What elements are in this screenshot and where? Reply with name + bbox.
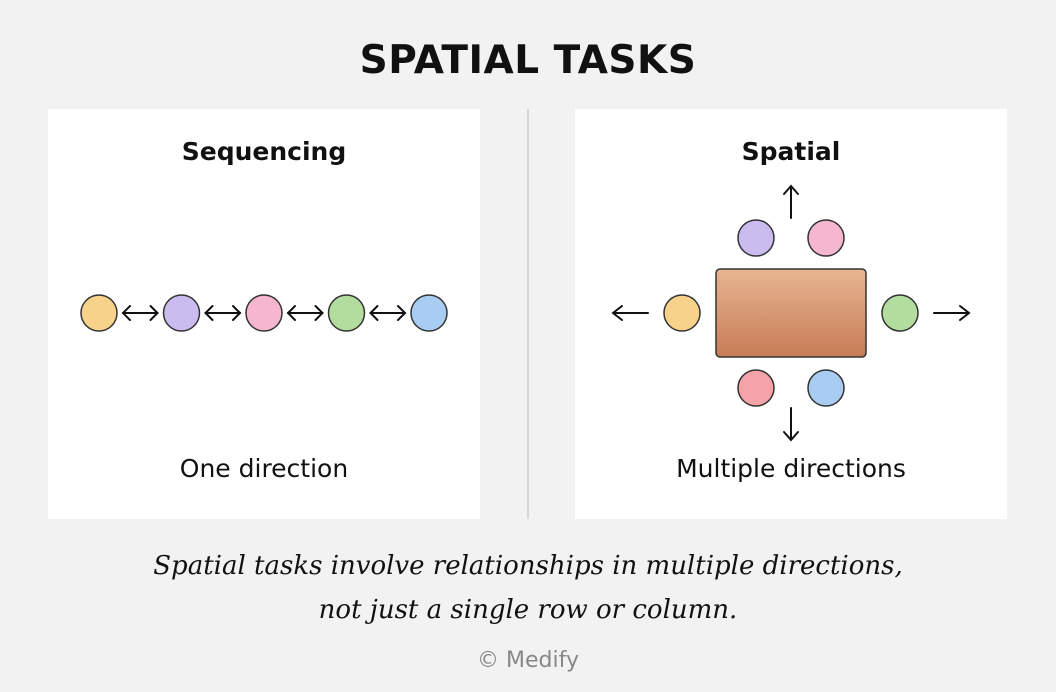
double-arrow-icon: [204, 305, 242, 321]
right-arrow-icon: [933, 305, 971, 321]
circle-purple: [162, 294, 201, 332]
footer-line-1: Spatial tasks involve relationships in m…: [153, 551, 903, 581]
down-arrow-icon: [783, 407, 799, 442]
panel-divider: [527, 109, 529, 519]
circle-top-left: [737, 219, 775, 257]
sequencing-diagram: [80, 294, 448, 332]
circle-right: [881, 294, 919, 332]
circle-bottom-right: [807, 369, 845, 407]
circle-green: [327, 294, 366, 332]
spatial-panel: Spatial: [575, 109, 1007, 519]
circle-left: [663, 294, 701, 332]
spatial-diagram: [611, 184, 971, 442]
footer-description: Spatial tasks involve relationships in m…: [0, 544, 1056, 632]
circle-bottom-left: [737, 369, 775, 407]
circle-blue: [410, 294, 448, 332]
central-block: [715, 268, 867, 358]
double-arrow-icon: [369, 305, 407, 321]
spatial-title: Spatial: [741, 137, 841, 166]
footer-line-2: not just a single row or column.: [318, 595, 738, 625]
page-title: SPATIAL TASKS: [359, 38, 697, 83]
spatial-caption: Multiple directions: [676, 454, 906, 483]
circle-top-right: [807, 219, 845, 257]
sequencing-caption: One direction: [179, 454, 349, 483]
double-arrow-icon: [121, 305, 159, 321]
sequencing-title: Sequencing: [181, 137, 347, 166]
left-arrow-icon: [611, 305, 649, 321]
up-arrow-icon: [783, 184, 799, 219]
sequencing-panel: Sequencing One direction: [48, 109, 480, 519]
circle-yellow: [80, 294, 118, 332]
double-arrow-icon: [286, 305, 324, 321]
circle-pink: [245, 294, 283, 332]
copyright-text: © Medify: [477, 648, 579, 673]
